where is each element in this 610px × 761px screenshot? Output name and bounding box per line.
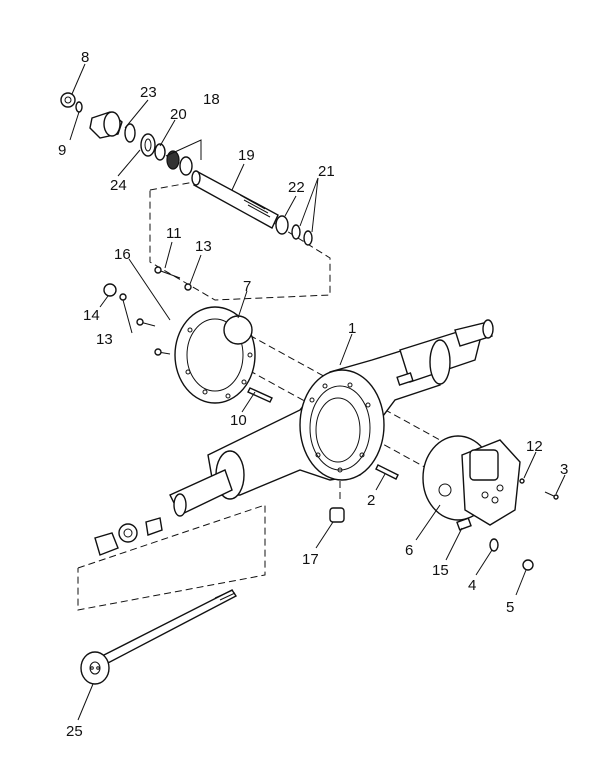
input-shaft-group (60, 92, 313, 246)
callout-10: 10 (230, 412, 247, 429)
callout-5: 5 (506, 599, 514, 616)
callout-4: 4 (468, 577, 476, 594)
callout-12: 12 (526, 438, 543, 455)
gear-case-group (329, 435, 559, 571)
axle-shaft-group (80, 589, 238, 685)
callout-19: 19 (238, 147, 255, 164)
callout-1: 1 (348, 320, 356, 337)
callout-18: 18 (203, 91, 220, 108)
callout-15: 15 (432, 562, 449, 579)
callout-25: 25 (66, 723, 83, 740)
callout-23: 23 (140, 84, 157, 101)
callout-9: 9 (58, 142, 66, 159)
callout-21: 21 (318, 163, 335, 180)
callout-labels: 8 9 23 18 20 24 19 22 21 11 13 16 7 1 14… (58, 49, 568, 740)
callout-3: 3 (560, 461, 568, 478)
callout-13a: 13 (195, 238, 212, 255)
callout-7: 7 (243, 278, 251, 295)
callout-8: 8 (81, 49, 89, 66)
axle-housing (169, 319, 494, 517)
callout-22: 22 (288, 179, 305, 196)
cover-group (103, 266, 273, 404)
leader-lines (69, 63, 566, 721)
axle-shaft-part-25 (98, 589, 238, 665)
callout-11: 11 (166, 225, 182, 242)
callout-14: 14 (83, 307, 100, 324)
lock-hardware-group (94, 517, 163, 556)
callout-6: 6 (405, 542, 413, 559)
callout-24: 24 (110, 177, 127, 194)
callout-20: 20 (170, 106, 187, 123)
plug-part-17 (329, 507, 345, 523)
nut-part-8 (60, 92, 76, 108)
callout-16: 16 (114, 246, 131, 263)
callout-2: 2 (367, 492, 375, 509)
callout-13b: 13 (96, 331, 113, 348)
callout-17: 17 (302, 551, 319, 568)
